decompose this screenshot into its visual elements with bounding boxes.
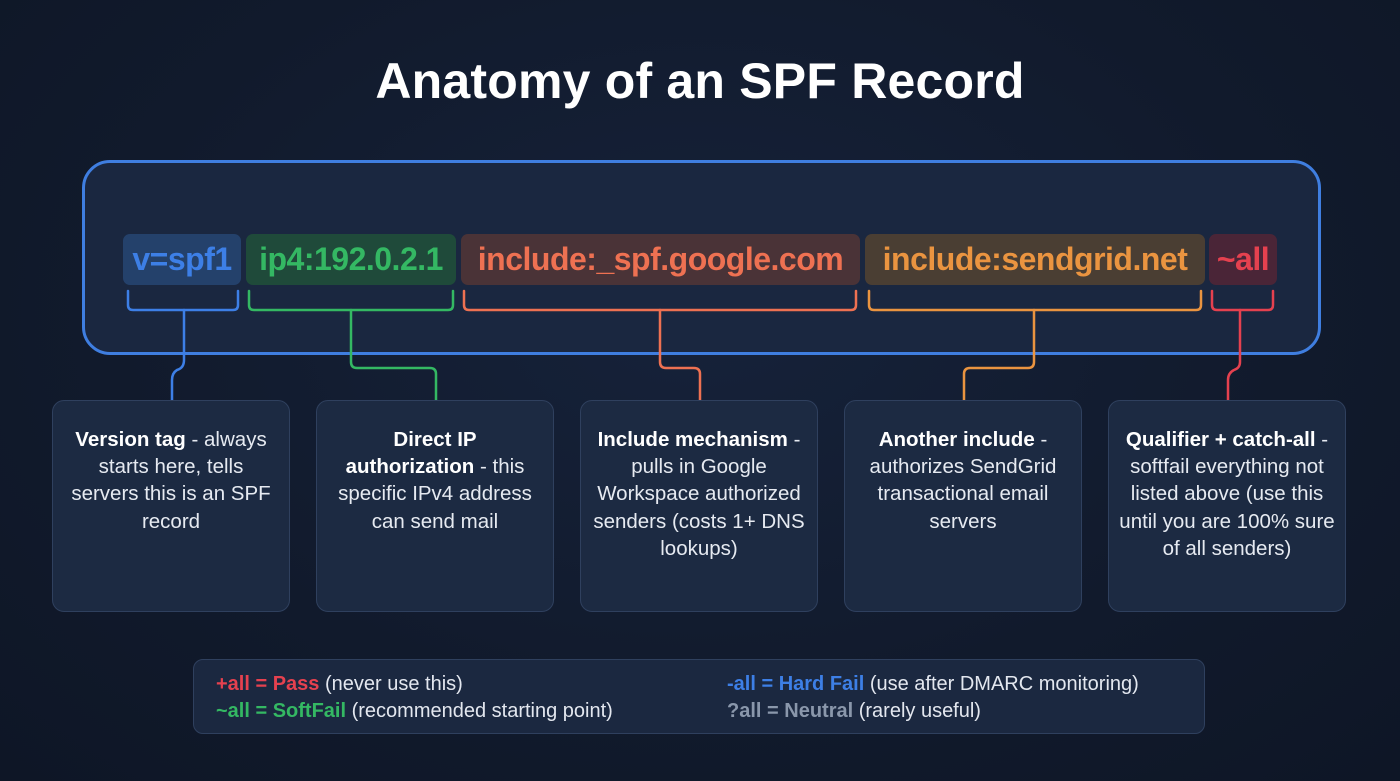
card-heading: Another include — [878, 428, 1035, 451]
card-heading: Include mechanism — [597, 428, 788, 451]
card-body: - pulls in Google Workspace authorized s… — [593, 428, 805, 560]
bracket-version — [126, 289, 240, 312]
card-heading: Version tag — [75, 428, 186, 451]
card-heading: Direct IP authorization — [345, 428, 477, 479]
card-version-tag: Version tag - always starts here, tells … — [52, 400, 290, 612]
legend-item-softfail: ~all = SoftFail (recommended starting po… — [216, 700, 613, 722]
token-all-qualifier: ~all — [1209, 234, 1277, 285]
card-body: authorizes SendGrid transactional email … — [869, 455, 1057, 533]
bracket-all — [1210, 289, 1275, 312]
card-body: always starts here, tells servers this i… — [71, 428, 271, 533]
card-another-include: Another include - authorizes SendGrid tr… — [844, 400, 1082, 612]
card-qualifier-catch-all: Qualifier + catch-all - softfail everyth… — [1108, 400, 1346, 612]
bracket-include-google — [462, 289, 858, 312]
card-body: this specific IPv4 address can send mail — [338, 455, 532, 533]
legend-item-pass: +all = Pass (never use this) — [216, 673, 463, 695]
legend-item-neutral: ?all = Neutral (rarely useful) — [727, 700, 981, 722]
card-include-mechanism: Include mechanism - pulls in Google Work… — [580, 400, 818, 612]
bracket-ip4 — [247, 289, 455, 312]
connector-include-sendgrid — [962, 308, 1036, 402]
connector-all — [1226, 308, 1242, 402]
token-include-google: include:_spf.google.com — [461, 234, 860, 285]
connector-version — [170, 308, 186, 402]
connector-include-google — [658, 308, 702, 402]
page-title: Anatomy of an SPF Record — [375, 53, 1025, 109]
qualifier-legend: +all = Pass (never use this) -all = Hard… — [193, 659, 1205, 734]
card-body: - softfail everything not listed above (… — [1119, 428, 1335, 560]
token-ip4: ip4:192.0.2.1 — [246, 234, 456, 285]
bracket-include-sendgrid — [867, 289, 1203, 312]
legend-item-hardfail: -all = Hard Fail (use after DMARC monito… — [727, 673, 1139, 695]
connector-ip4 — [349, 308, 438, 402]
card-heading: Qualifier + catch-all — [1125, 428, 1316, 451]
token-include-sendgrid: include:sendgrid.net — [865, 234, 1205, 285]
token-version: v=spf1 — [123, 234, 241, 285]
card-direct-ip: Direct IP authorization - this specific … — [316, 400, 554, 612]
